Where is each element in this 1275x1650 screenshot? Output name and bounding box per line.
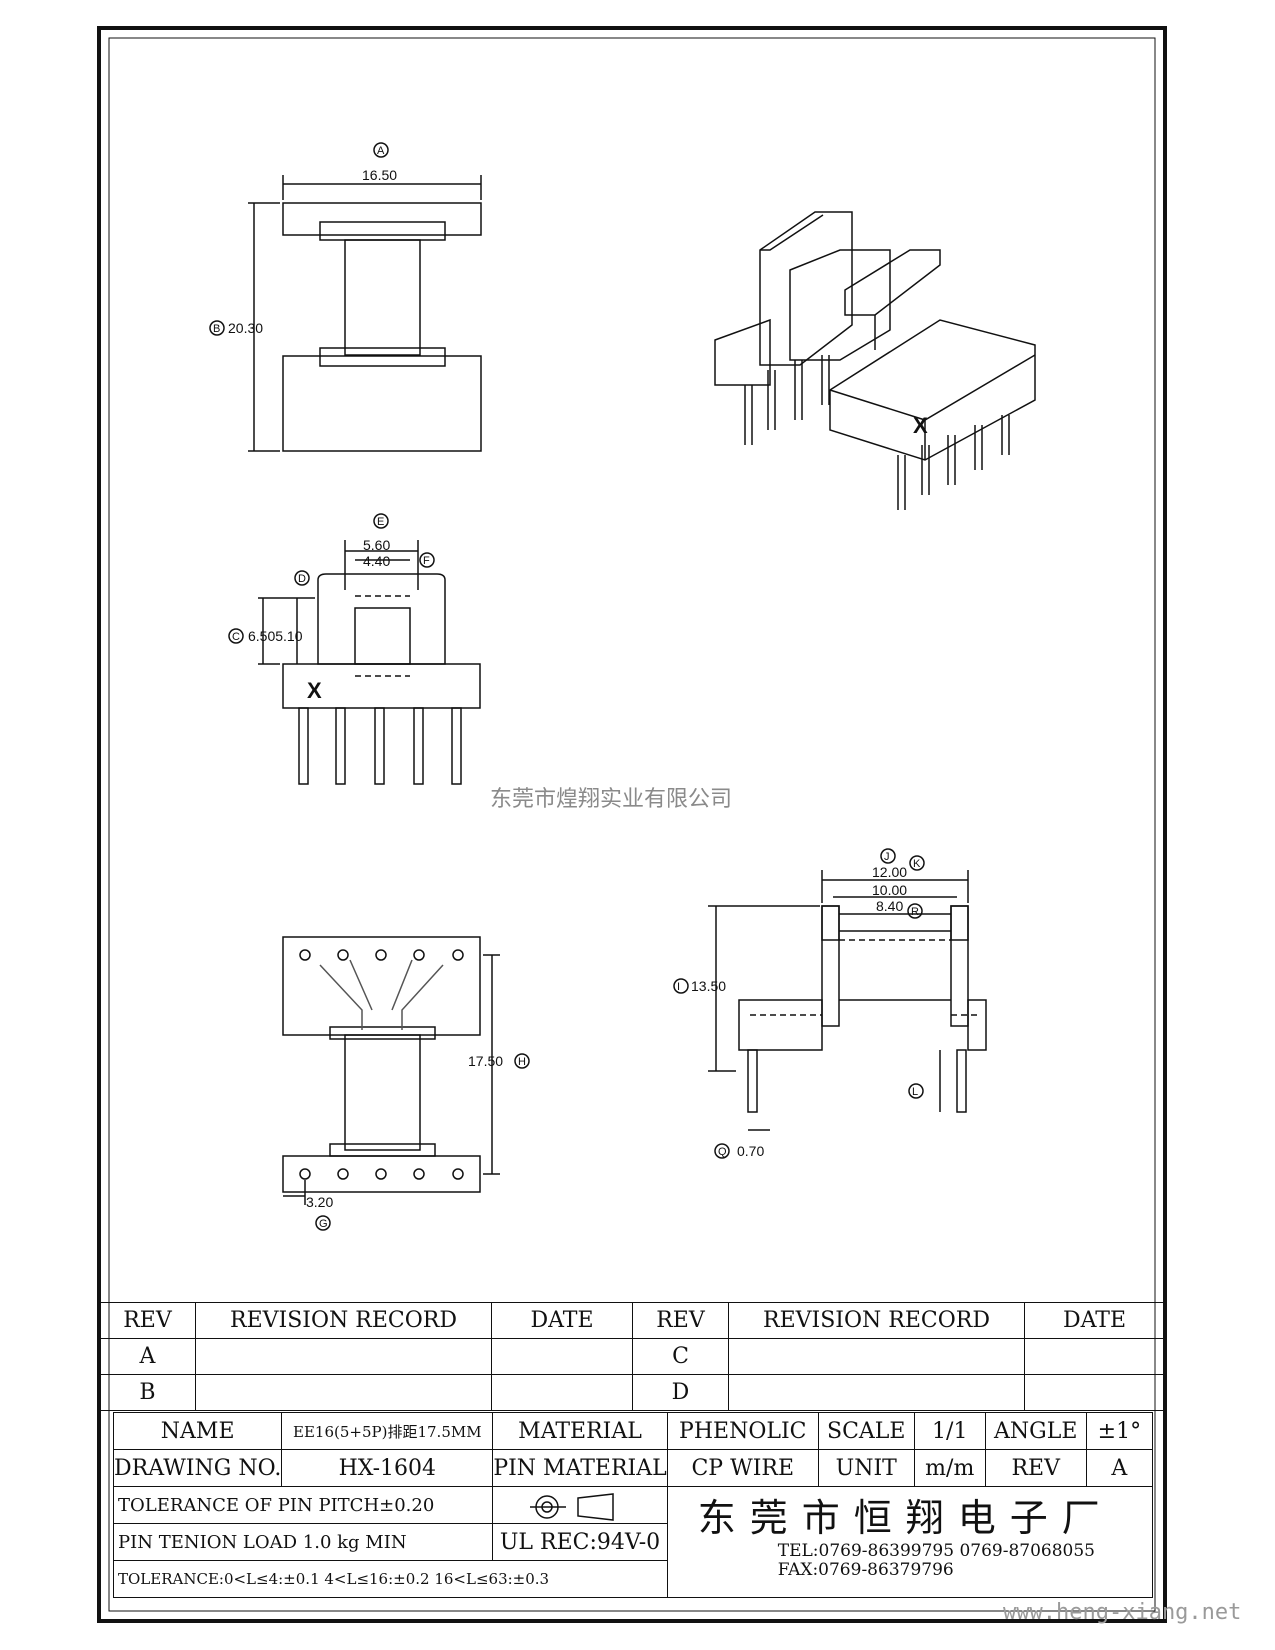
end-pin-length-label: L (912, 1086, 918, 1098)
end-outer-label: J (884, 851, 890, 863)
rev-cell: C (632, 1338, 729, 1375)
name-value: EE16(5+5P)排距17.5MM (281, 1412, 494, 1450)
side-top-outer-label: E (377, 516, 384, 528)
date-cell (1024, 1374, 1165, 1411)
date-cell (491, 1374, 633, 1411)
revision-row: B D (99, 1374, 1165, 1411)
end-inner-dim: 8.40 (876, 898, 903, 914)
inner-border (108, 37, 1156, 1612)
end-height-label: I (677, 981, 680, 993)
drawing-no-value: HX-1604 (281, 1449, 494, 1487)
pin-material-value: CP WIRE (666, 1449, 819, 1487)
angle-value: ±1° (1085, 1412, 1154, 1450)
scale-label: SCALE (817, 1412, 915, 1450)
name-label: NAME (112, 1412, 283, 1450)
bottom-length-dim: 17.50 (468, 1053, 503, 1069)
unit-value: m/m (913, 1449, 986, 1487)
tolerance-pitch: TOLERANCE OF PIN PITCH±0.20 (112, 1486, 494, 1524)
revision-header-row: REV REVISION RECORD DATE REV REVISION RE… (99, 1302, 1165, 1339)
end-pin-label: Q (718, 1146, 727, 1158)
end-inner-label: R (911, 906, 919, 918)
side-x-mark: X (307, 678, 322, 703)
revision-table: REV REVISION RECORD DATE REV REVISION RE… (99, 1302, 1165, 1411)
record-cell (195, 1338, 492, 1375)
company-tel: TEL:0769-86399795 0769-87068055 (777, 1541, 1095, 1561)
end-mid-label: K (913, 858, 921, 870)
iso-x-mark: X (913, 413, 928, 438)
side-top-inner-label: F (423, 555, 430, 567)
pin-material-label: PIN MATERIAL (492, 1449, 668, 1487)
pin-tension: PIN TENION LOAD 1.0 kg MIN (112, 1523, 494, 1561)
rev-header: REV (99, 1302, 196, 1339)
company-cell: 东莞市恒翔电子厂 TEL:0769-86399795 0769-87068055… (666, 1486, 1154, 1598)
date-cell (1024, 1338, 1165, 1375)
side-top-inner-dim: 4.40 (363, 553, 390, 569)
bottom-pitch-dim: 3.20 (306, 1194, 333, 1210)
side-heights-dim: 6.505.10 (248, 628, 303, 644)
record-cell (728, 1374, 1025, 1411)
bottom-view (282, 936, 530, 1231)
rev-label: REV (984, 1449, 1087, 1487)
date-header: DATE (491, 1302, 633, 1339)
side-heights-label: C (232, 631, 240, 643)
front-height-label: B (213, 323, 220, 335)
company-name: 东莞市恒翔电子厂 (697, 1496, 1114, 1540)
record-cell (728, 1338, 1025, 1375)
end-view (673, 848, 987, 1159)
front-width-label: A (377, 145, 385, 157)
record-cell (195, 1374, 492, 1411)
bottom-pitch-label: G (319, 1218, 328, 1230)
watermark: 东莞市煌翔实业有限公司 (490, 787, 732, 812)
bottom-length-label: H (518, 1056, 526, 1068)
end-outer-dim: 12.00 (872, 864, 907, 880)
general-tolerance: TOLERANCE:0<L≤4:±0.1 4<L≤16:±0.2 16<L≤63… (113, 1560, 668, 1598)
end-pin-dim: 0.70 (737, 1143, 764, 1159)
date-header-2: DATE (1024, 1302, 1165, 1339)
unit-label: UNIT (817, 1449, 915, 1487)
end-mid-dim: 10.00 (872, 882, 907, 898)
revision-record-header: REVISION RECORD (195, 1302, 492, 1339)
title-block: NAME EE16(5+5P)排距17.5MM MATERIAL PHENOLI… (112, 1412, 1154, 1598)
revision-record-header-2: REVISION RECORD (728, 1302, 1025, 1339)
date-cell (491, 1338, 633, 1375)
rev-value: A (1085, 1449, 1154, 1487)
front-width-dim: 16.50 (362, 167, 397, 183)
projection-symbol-cell (492, 1486, 668, 1524)
website-watermark: www.heng-xiang.net (1003, 1600, 1242, 1625)
rev-cell: B (99, 1374, 196, 1411)
isometric-view (714, 211, 1036, 510)
angle-label: ANGLE (984, 1412, 1087, 1450)
side-left-top-label: D (298, 573, 306, 585)
end-height-dim: 13.50 (691, 978, 726, 994)
rev-header-2: REV (632, 1302, 729, 1339)
drawing-no-label: DRAWING NO. (112, 1449, 283, 1487)
front-view (209, 142, 482, 452)
outer-border (97, 26, 1167, 1623)
material-label: MATERIAL (492, 1412, 668, 1450)
ul-rating: UL REC:94V-0 (492, 1523, 668, 1561)
company-fax: FAX:0769-86379796 (777, 1560, 954, 1580)
front-height-dim: 20.30 (228, 320, 263, 336)
rev-cell: D (632, 1374, 729, 1411)
side-view (228, 513, 481, 785)
revision-row: A C (99, 1338, 1165, 1375)
material-value: PHENOLIC (666, 1412, 819, 1450)
rev-cell: A (99, 1338, 196, 1375)
scale-value: 1/1 (913, 1412, 986, 1450)
side-top-outer-dim: 5.60 (363, 537, 390, 553)
